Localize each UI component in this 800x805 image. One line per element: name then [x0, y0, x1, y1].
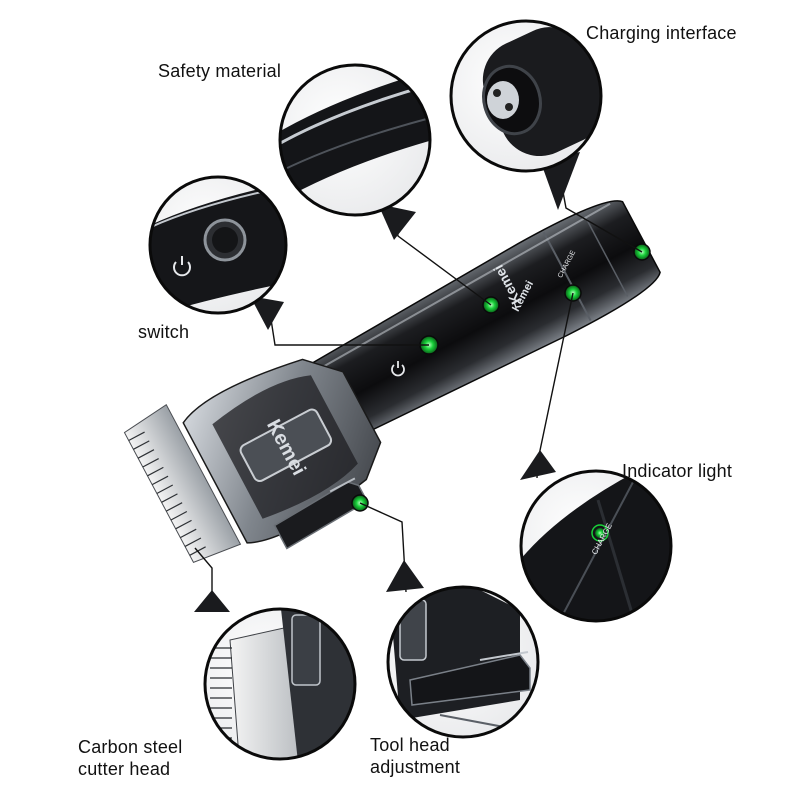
label-carbon-steel-line2: cutter head	[78, 759, 171, 779]
label-tool-head-line1: Tool head	[370, 735, 450, 755]
label-tool-head-adjustment: Tool head adjustment	[370, 734, 530, 778]
power-icon	[391, 361, 405, 377]
label-indicator-light: Indicator light	[622, 461, 733, 481]
label-switch: switch	[138, 322, 190, 342]
label-carbon-steel-line1: Carbon steel	[78, 737, 183, 757]
label-tool-head-line2: adjustment	[370, 757, 461, 777]
zoom-circle-safety-material	[278, 63, 432, 217]
label-charging-interface: Charging interface	[586, 23, 737, 43]
clipper-body: Kemei Kemei	[123, 200, 661, 563]
zoom-circle-indicator-light	[519, 469, 673, 623]
zoom-circle-charging-interface	[449, 19, 603, 173]
label-carbon-steel-cutter-head: Carbon steel cutter head	[78, 736, 238, 780]
zoom-circle-tool-head-adjustment	[386, 585, 540, 739]
zoom-circle-switch	[148, 175, 288, 315]
label-safety-material: Safety material	[158, 61, 282, 81]
